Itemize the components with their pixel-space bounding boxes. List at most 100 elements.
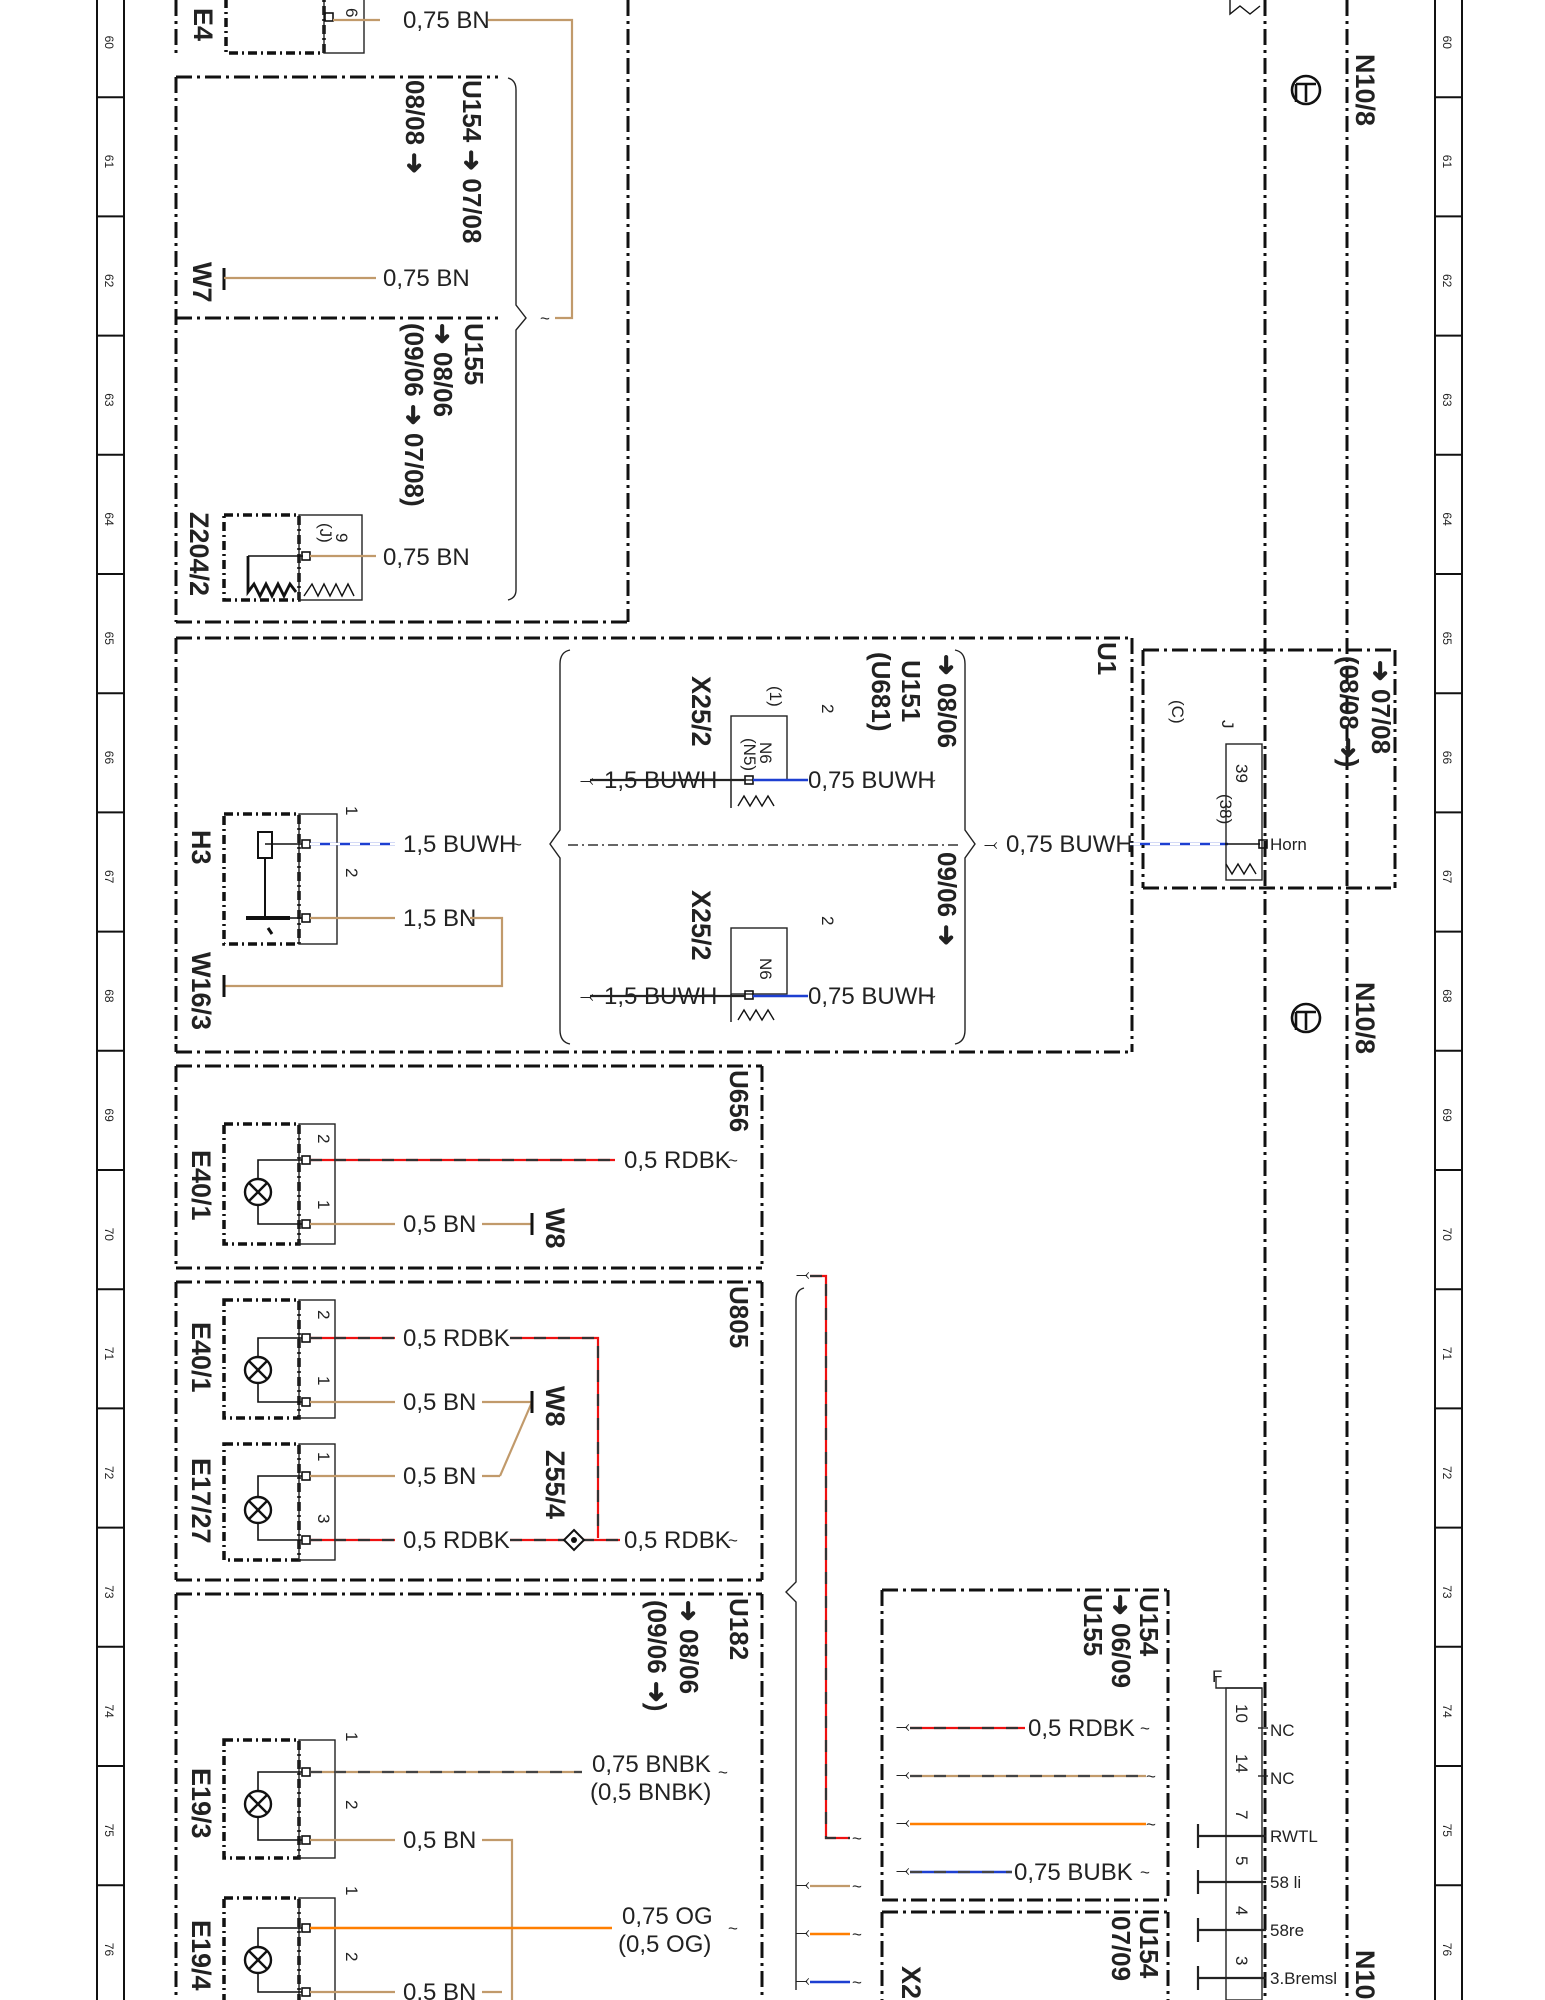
- u155-line1: ➜ 08/06: [428, 323, 458, 417]
- wire-label-16: 0,5 RDBK: [403, 1527, 510, 1554]
- svg-text:~: ~: [852, 1925, 862, 1944]
- nc1-label: NC: [1270, 1721, 1295, 1740]
- svg-text:⤙: ⤙: [580, 987, 594, 1006]
- n10-connector: F 10 14 7 5 4 3 NC NC RWTL 58 li 58re 3.…: [1196, 1667, 1380, 2000]
- w8-top-label: W8: [540, 1208, 570, 1249]
- ruler-row-label: 60: [1440, 36, 1454, 50]
- ruler-row-label: 76: [102, 1943, 116, 1957]
- h3-pin1: 1: [342, 806, 361, 815]
- u154c-line2: 07/09: [1106, 1916, 1136, 1981]
- horn-p1: 39: [1232, 764, 1251, 783]
- e4-label: E4: [188, 8, 218, 41]
- horn-j: J: [1218, 720, 1237, 729]
- e40-1-top-label: E40/1: [186, 1150, 216, 1221]
- wire-label-19: 0,5 BN: [403, 1827, 476, 1854]
- ruler-row-label: 72: [102, 1466, 116, 1480]
- svg-text:⤙: ⤙: [796, 1265, 810, 1284]
- e19-3-p2: 2: [342, 1800, 361, 1809]
- ruler-row-label: 62: [1440, 274, 1454, 288]
- wire-label-3: 0,75 BN: [383, 544, 470, 571]
- x25-2-top-label: X25/2: [686, 676, 716, 747]
- u182-section: U182 ➜ 08/06 (09/06 ➜) E19/3 1 2 0,75 BN…: [174, 1592, 764, 2000]
- ruler-row-label: 74: [1440, 1704, 1454, 1718]
- wire-label-15: 0,5 BN: [403, 1463, 476, 1490]
- svg-text:~: ~: [718, 1763, 728, 1782]
- svg-text:~: ~: [1146, 1815, 1156, 1834]
- wire-label-6: 1,5 BUWH: [604, 767, 717, 794]
- rdbk-riser: ⤙ ~: [785, 1265, 862, 1990]
- horn-c: (C): [1168, 700, 1187, 724]
- wire-label-2: 0,75 BN: [383, 265, 470, 292]
- ruler-row-label: 67: [102, 870, 116, 884]
- u656-code: U656: [724, 1070, 754, 1132]
- x25a-n: N6: [756, 742, 775, 764]
- z55-4-label: Z55/4: [540, 1450, 570, 1519]
- svg-text:~: ~: [512, 835, 522, 854]
- u154-u155-lower-box: U154 ➜ 06/09 U155 ⤙ 0,5 RDBK ~ ⤙ ~ ⤙ ~ ⤙…: [880, 1588, 1170, 1902]
- u154-u155-frame: U154 ➜ 07/08 08/08 ➜ W7 0,75 BN U155 ➜ 0…: [174, 75, 628, 624]
- ruler-row-label: 64: [102, 512, 116, 526]
- ruler-row-label: 68: [102, 989, 116, 1003]
- e40b-p1: 1: [314, 1376, 333, 1385]
- n10-8-upper: N10/8: [1290, 54, 1380, 126]
- ruler-row-label: 63: [1440, 393, 1454, 407]
- wire-label-1: 0,75 BN: [403, 7, 490, 34]
- ruler-row-label: 63: [102, 393, 116, 407]
- svg-text:~: ~: [1140, 1719, 1150, 1738]
- u155-code: U155: [459, 323, 489, 385]
- u154b-line2: ➜ 06/09: [1106, 1594, 1136, 1688]
- wire-label-22: 0,5 RDBK: [1028, 1715, 1135, 1742]
- ruler-row-label: 65: [1440, 632, 1454, 646]
- e40a-p1: 1: [314, 1200, 333, 1209]
- ruler-row-label: 72: [1440, 1466, 1454, 1480]
- u805-section: U805 E40/1 2 1 0,5 RDBK 0,5 BN W8 E17/27…: [174, 1280, 764, 1582]
- wire-label-12: 0,5 BN: [403, 1211, 476, 1238]
- svg-text:⤙: ⤙: [896, 1813, 910, 1832]
- w7-label: W7: [187, 262, 217, 303]
- wire-label-18b: (0,5 BNBK): [590, 1779, 711, 1806]
- u151-line1: ➜ 08/06: [932, 654, 962, 748]
- e40-1-bottom-label: E40/1: [186, 1322, 216, 1393]
- svg-text:~: ~: [926, 987, 936, 1006]
- x25a-n2: (N5): [740, 738, 759, 771]
- x2-label: X2: [896, 1966, 926, 1999]
- svg-text:~: ~: [728, 1151, 738, 1170]
- n10-p3: 3: [1232, 1956, 1251, 1965]
- ruler-row-label: 66: [1440, 751, 1454, 765]
- z204-pin: 9: [332, 533, 351, 542]
- u154-lower-box-2: U154 07/09 X2: [880, 1910, 1170, 2000]
- z204-2-label: Z204/2: [184, 512, 214, 596]
- wire-label-13: 0,5 RDBK: [403, 1325, 510, 1352]
- wire-label-9: 0,75 BUWH: [808, 983, 935, 1010]
- wire-label-20b: (0,5 OG): [618, 1931, 711, 1958]
- ruler-row-label: 73: [102, 1585, 116, 1599]
- svg-text:~: ~: [1146, 1767, 1156, 1786]
- e19-4-p2: 2: [342, 1952, 361, 1961]
- ruler-row-label: 67: [1440, 870, 1454, 884]
- w16-3-label: W16/3: [186, 952, 216, 1030]
- e4-pin: 6: [342, 8, 361, 17]
- n10-p5: 5: [1232, 1856, 1251, 1865]
- horn-connector: J (C) 39 (38) Horn ➜ 07/08 (08/08 ➜): [1141, 648, 1397, 890]
- ruler-row-label: 61: [102, 155, 116, 169]
- e19-3-label: E19/3: [186, 1768, 216, 1839]
- ruler-row-label: 76: [1440, 1943, 1454, 1957]
- svg-text:⤙: ⤙: [896, 1765, 910, 1784]
- ruler-row-label: 71: [102, 1347, 116, 1361]
- svg-text:~: ~: [728, 1531, 738, 1550]
- nc2-label: NC: [1270, 1769, 1295, 1788]
- svg-text:~: ~: [728, 1919, 738, 1938]
- n10-8-label-bottom: N10/8: [1350, 982, 1380, 1054]
- svg-text:~: ~: [852, 1877, 862, 1896]
- ruler-row-label: 75: [102, 1824, 116, 1838]
- f-label: F: [1212, 1667, 1222, 1686]
- wire-label-20a: 0,75 OG: [622, 1903, 713, 1930]
- ruler-row-label: 69: [102, 1108, 116, 1122]
- horn-p2: (38): [1216, 794, 1235, 824]
- e19-4-p1: 1: [342, 1886, 361, 1895]
- e17-p3: 3: [314, 1514, 333, 1523]
- u155-line2: (09/06 ➜ 07/08): [399, 323, 429, 507]
- u656-section: U656 E40/1 2 1 0,5 RDBK ~ 0,5 BN W8: [174, 1064, 764, 1270]
- e19-3-p1: 1: [342, 1732, 361, 1741]
- x25-2-bottom-label: X25/2: [686, 890, 716, 961]
